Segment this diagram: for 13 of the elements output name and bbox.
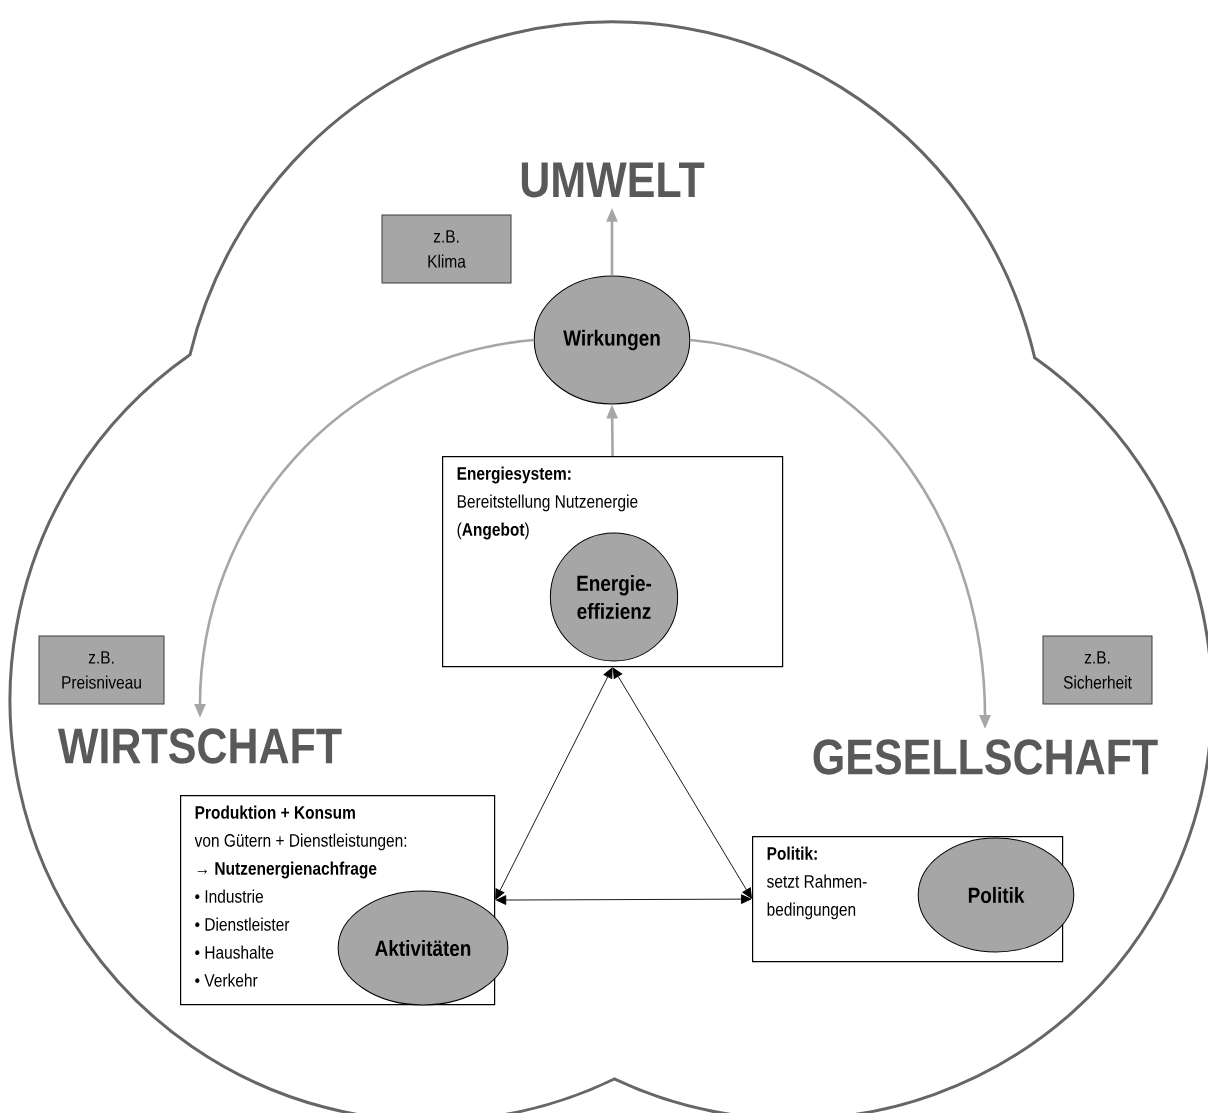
oval-label: Energie- effizienz	[549, 532, 679, 662]
oval-label: Wirkungen	[533, 275, 691, 405]
area-heading: WIRTSCHAFT	[57, 728, 342, 764]
area-heading: UMWELT	[521, 162, 705, 198]
double-arrow	[495, 667, 613, 900]
oval-label: Aktivitäten	[337, 890, 509, 1006]
example-box: z.B. Sicherheit	[1042, 635, 1153, 705]
double-arrow	[495, 894, 752, 905]
example-box: z.B. Preisniveau	[38, 635, 165, 705]
area-heading: GESELLSCHAFT	[813, 739, 1158, 775]
example-box: z.B. Klima	[381, 214, 512, 284]
double-arrow	[612, 667, 752, 899]
oval-label: Politik	[917, 837, 1075, 953]
